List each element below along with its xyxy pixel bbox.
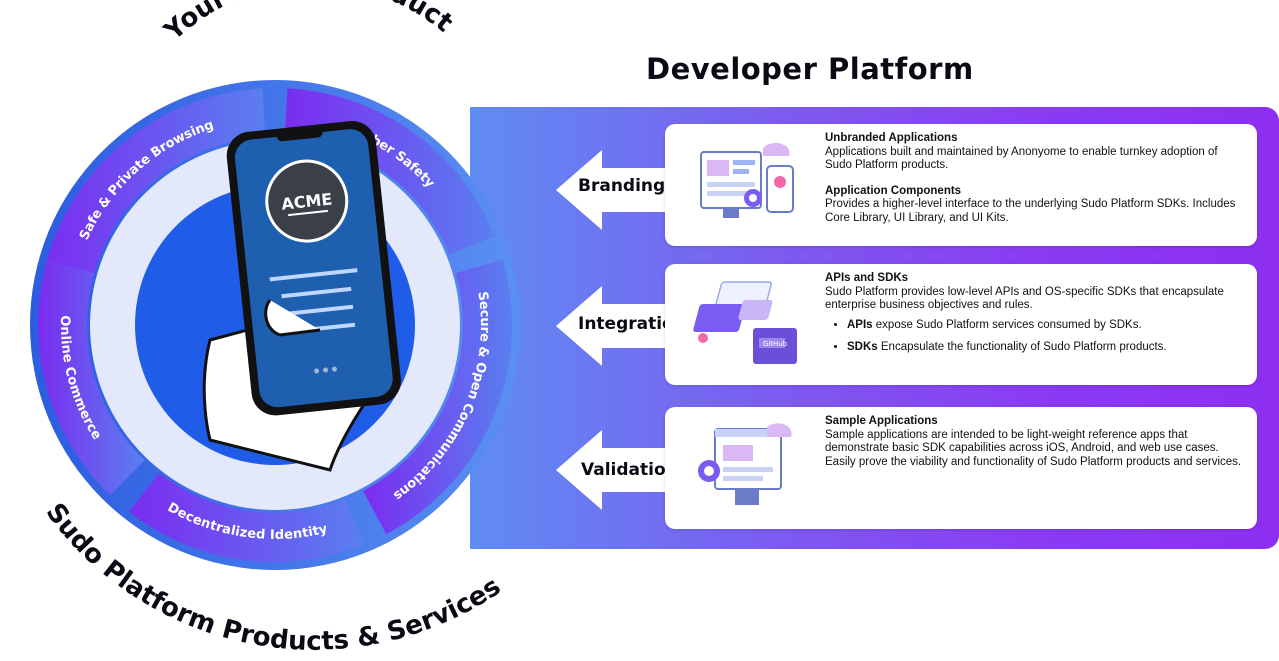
branding-text: Unbranded Applications Applications buil… [825,132,1245,225]
integration-card: GitHub APIs and SDKs Sudo Platform provi… [665,264,1257,385]
product-circle: Safe & Private BrowsingCyber SafetySecur… [30,0,520,657]
developer-platform-title: Developer Platform [646,52,974,86]
integration-arrow [556,286,688,366]
validation-label: Validation [581,460,678,480]
acme-logo [265,159,349,243]
ring-segment [363,259,512,535]
screen-line [283,304,354,317]
page-dot [331,366,337,372]
phone-notch [276,127,323,142]
validation-card: Sample Applications Sample applications … [665,407,1257,529]
app-design-icon [700,142,794,218]
ring-segment [37,259,145,496]
block-heading: APIs and SDKs [825,272,909,284]
integration-label: Integration [578,314,686,334]
ring-segment [41,88,266,293]
screen-line [281,286,352,299]
bullet-text: expose Sudo Platform services consumed b… [872,318,1142,331]
block-heading: Application Components [825,184,962,197]
bullet-term: APIs [847,318,873,331]
github-word: GitHub [763,340,788,348]
api-github-icon: GitHub [693,281,797,364]
validation-text: Sample Applications Sample applications … [825,415,1245,469]
block-body: Sample applications are intended to be l… [825,428,1242,468]
screen-line [269,268,358,282]
top-arc-title: Your App or Product [158,0,458,47]
integration-text: APIs and SDKs Sudo Platform provides low… [825,272,1245,364]
thumb-shape [264,299,321,337]
page-dot [323,367,329,373]
acme-underline [288,209,329,217]
bullet-item: APIs expose Sudo Platform services consu… [847,319,1245,333]
phone-illustration: ACME [202,121,401,472]
bullet-item: SDKs Encapsulate the functionality of Su… [847,341,1245,355]
block-body: Applications built and maintained by Ano… [825,145,1218,172]
branding-label: Branding [578,176,666,196]
branding-card: Unbranded Applications Applications buil… [665,124,1257,246]
block-body: Sudo Platform provides low-level APIs an… [825,285,1224,312]
bullet-term: SDKs [847,341,878,353]
block-body: Provides a higher-level interface to the… [825,198,1236,224]
block-heading: Unbranded Applications [825,132,958,144]
sample-app-icon [698,423,792,505]
validation-arrow [556,430,688,510]
block-heading: Sample Applications [825,415,938,427]
page-dot [314,368,320,374]
bullet-text: Encapsulate the functionality of Sudo Pl… [877,341,1167,353]
branding-arrow [556,150,688,230]
ring-segment [129,473,364,562]
bullet-list: APIs expose Sudo Platform services consu… [825,319,1245,355]
